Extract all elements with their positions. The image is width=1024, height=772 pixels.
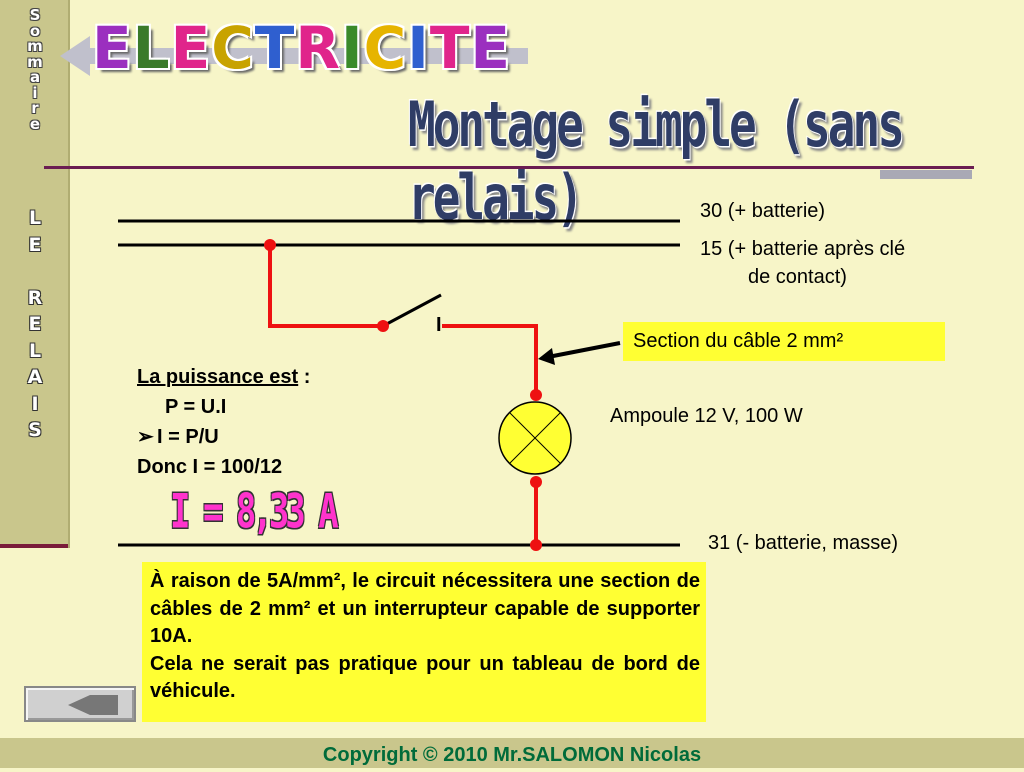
red-wire	[268, 245, 538, 545]
section-letter: L	[28, 339, 42, 362]
label-lamp: Ampoule 12 V, 100 W	[610, 405, 803, 427]
title-letter: E	[92, 14, 133, 82]
section-letter: E	[28, 313, 42, 335]
note-paragraph-2: Cela ne serait pas pratique pour un tabl…	[150, 652, 700, 703]
sommaire-letter: o	[29, 21, 41, 40]
title-underline	[44, 166, 974, 169]
formula-donc: Donc I = 100/12	[137, 456, 283, 478]
footer: Copyright © 2010 Mr.SALOMON Nicolas	[0, 738, 1024, 768]
formula-p-ui: P = U.I	[165, 396, 227, 418]
sommaire-letter: S	[29, 6, 41, 24]
copyright-text: Copyright © 2010 Mr.SALOMON Nicolas	[322, 744, 702, 766]
sommaire-letter: i	[32, 83, 38, 102]
formula-i-pu: I = P/U	[157, 426, 219, 448]
switch-contact-label: I	[436, 314, 442, 336]
sommaire-letter: r	[31, 99, 39, 117]
label-line-30: 30 (+ batterie)	[700, 200, 826, 222]
back-arrow-shaft	[90, 695, 118, 715]
junction-dots	[264, 239, 542, 551]
sommaire-letter: m	[27, 52, 43, 71]
sommaire-letter: m	[27, 37, 43, 55]
sommaire-letter: a	[29, 68, 41, 86]
title-letter: T	[429, 14, 471, 82]
section-letter: E	[28, 233, 42, 256]
section-letter: L	[28, 207, 42, 229]
title-underline-accent	[880, 170, 972, 179]
formula-result: I = 8,33 A	[170, 484, 339, 540]
note-paragraph-1: À raison de 5A/mm², le circuit nécessite…	[150, 570, 700, 647]
label-line-15-continued: de contact)	[748, 266, 847, 288]
cable-pointer-arrowhead	[538, 348, 555, 365]
main-title: ELECTRICITE	[92, 14, 511, 82]
cable-pointer-arrow	[547, 341, 621, 359]
explanation-note: À raison de 5A/mm², le circuit nécessite…	[142, 562, 706, 722]
sidebar-divider	[0, 544, 68, 548]
bullet-arrow-icon: ➢	[137, 426, 154, 448]
section-letter: I	[31, 392, 39, 415]
formula-colon: :	[298, 366, 311, 388]
title-letter: R	[295, 14, 342, 82]
title-arrow-shaft	[88, 48, 528, 64]
formula-title: La puissance est	[137, 366, 299, 388]
title-letter: I	[407, 14, 430, 82]
cable-section-callout: Section du câble 2 mm²	[623, 322, 945, 361]
title-arrow-icon	[60, 36, 90, 76]
sommaire-letter: e	[29, 114, 41, 133]
switch-lever	[382, 293, 442, 328]
title-letter: L	[132, 14, 171, 82]
back-button[interactable]	[24, 686, 136, 722]
title-letter: E	[170, 14, 212, 82]
title-letter: E	[470, 14, 512, 82]
section-letter: R	[27, 286, 43, 309]
section-letter: S	[28, 419, 42, 441]
formula-block: La puissance est : P = U.I ➢I = P/U Donc…	[137, 362, 310, 482]
title-letter: T	[254, 14, 296, 82]
section-letter: A	[27, 366, 43, 388]
lamp-symbol	[498, 401, 572, 475]
title-letter: C	[363, 14, 408, 82]
back-arrow-icon	[68, 695, 90, 715]
label-line-15: 15 (+ batterie après clé	[700, 238, 906, 260]
label-line-31: 31 (- batterie, masse)	[708, 532, 899, 554]
title-letter: I	[341, 14, 364, 82]
title-letter: C	[211, 14, 255, 82]
